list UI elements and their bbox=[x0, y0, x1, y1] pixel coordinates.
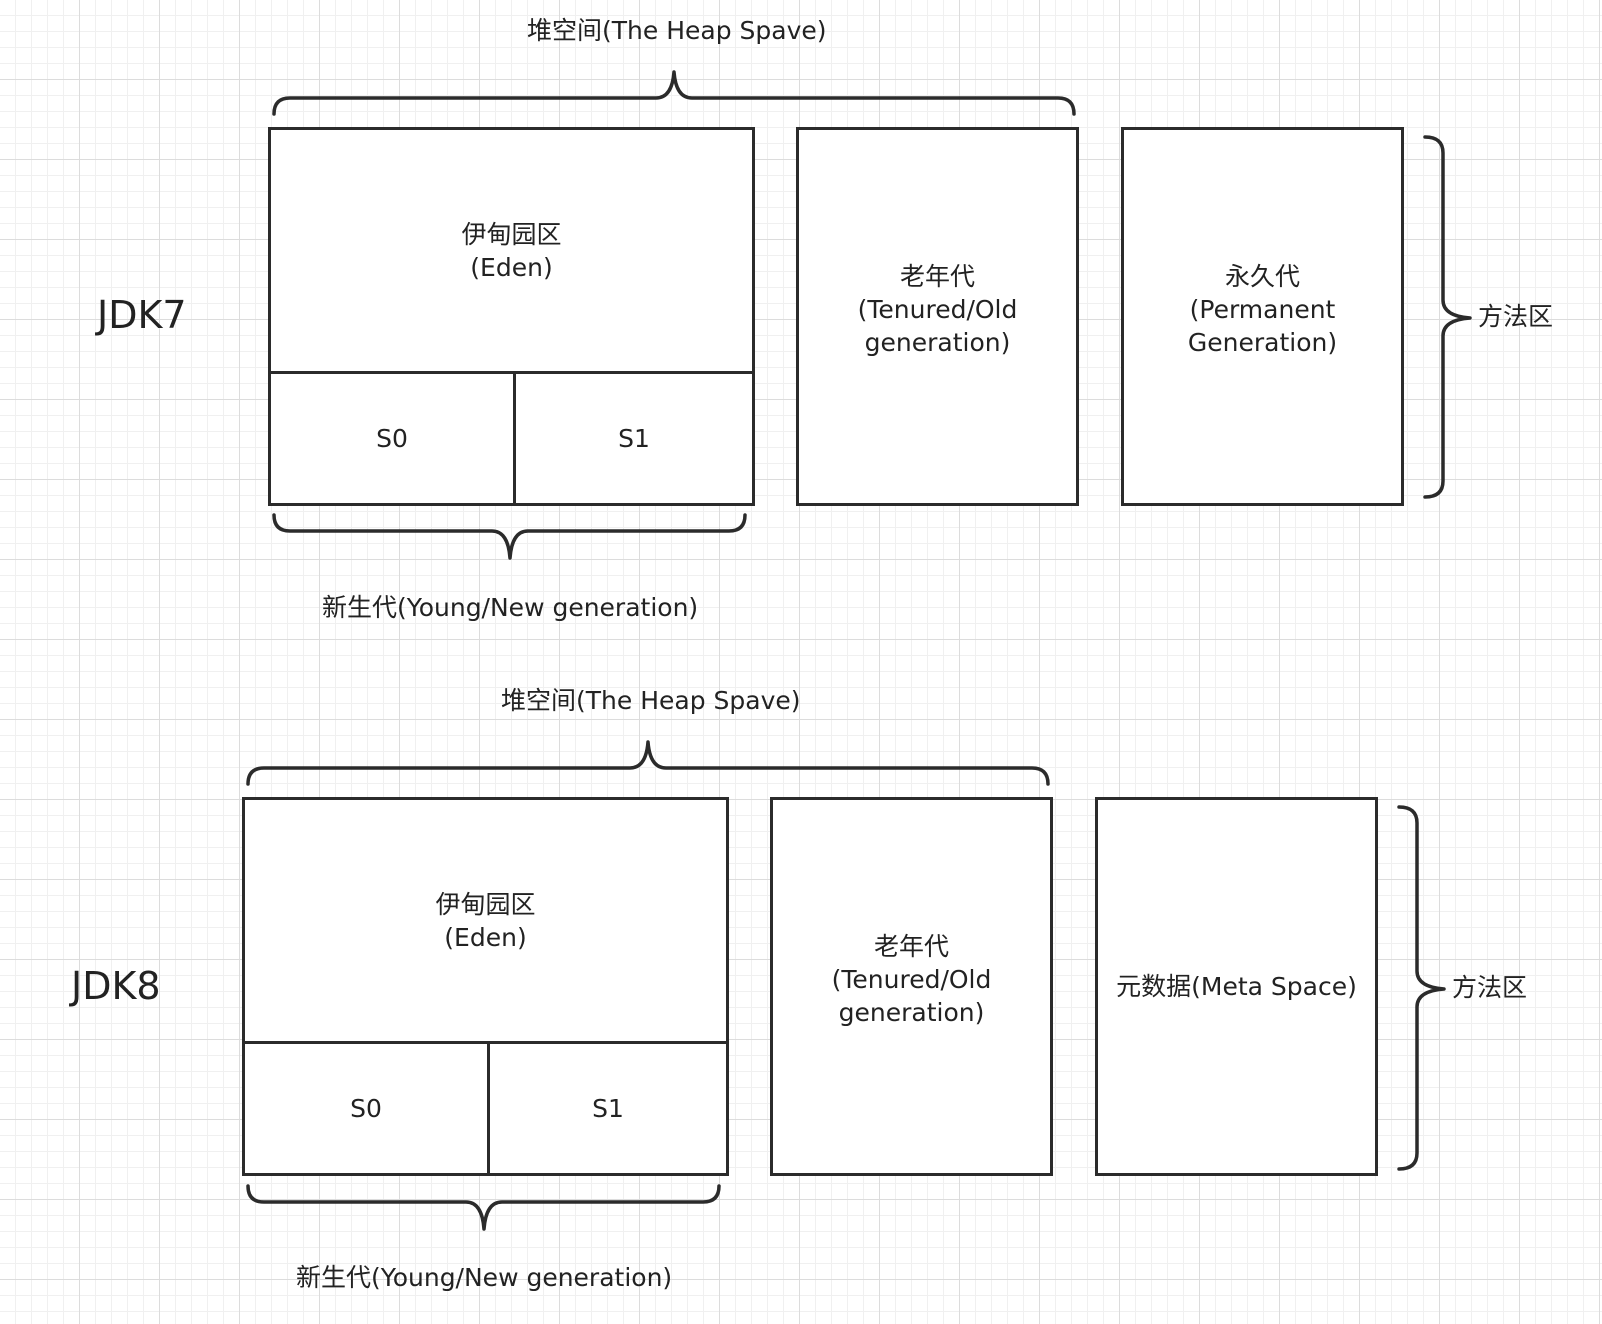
jdk7-heap-brace bbox=[272, 70, 1076, 116]
jdk7-old-gen-box: 老年代 (Tenured/Old generation) bbox=[796, 127, 1079, 506]
jdk7-perm-cn: 永久代 bbox=[1224, 262, 1300, 291]
jdk8-old-en-2: generation) bbox=[838, 998, 985, 1027]
jdk8-eden-cn: 伊甸园区 bbox=[435, 890, 536, 919]
jdk8-s1-label: S1 bbox=[592, 1094, 624, 1123]
jdk7-old-en-1: (Tenured/Old bbox=[857, 295, 1018, 324]
jdk7-eden-text: 伊甸园区 (Eden) bbox=[271, 218, 752, 284]
jdk8-s1-box: S1 bbox=[487, 1041, 729, 1176]
jdk7-old-cn: 老年代 bbox=[899, 262, 975, 291]
jdk7-method-area-brace bbox=[1423, 135, 1472, 499]
jdk8-heap-brace bbox=[246, 740, 1050, 786]
jdk8-label: JDK8 bbox=[71, 964, 161, 1008]
jdk8-s0-label: S0 bbox=[350, 1094, 382, 1123]
jdk8-eden-box: 伊甸园区 (Eden) bbox=[242, 797, 729, 1044]
jdk8-young-label: 新生代(Young/New generation) bbox=[296, 1263, 673, 1292]
jdk7-eden-en: (Eden) bbox=[470, 253, 553, 282]
jdk7-heap-label: 堆空间(The Heap Spave) bbox=[527, 16, 827, 45]
jdk7-old-en-2: generation) bbox=[864, 328, 1011, 357]
jdk8-eden-text: 伊甸园区 (Eden) bbox=[245, 888, 726, 954]
jdk7-s0-box: S0 bbox=[268, 371, 516, 506]
jdk7-label: JDK7 bbox=[97, 293, 187, 337]
jdk8-eden-en: (Eden) bbox=[444, 923, 527, 952]
jdk7-young-label: 新生代(Young/New generation) bbox=[322, 593, 699, 622]
jdk8-meta-label: 元数据(Meta Space) bbox=[1116, 972, 1357, 1001]
jdk7-perm-gen-box: 永久代 (Permanent Generation) bbox=[1121, 127, 1404, 506]
jdk7-eden-box: 伊甸园区 (Eden) bbox=[268, 127, 755, 374]
jdk8-heap-label: 堆空间(The Heap Spave) bbox=[501, 686, 801, 715]
jdk7-s1-box: S1 bbox=[513, 371, 755, 506]
jdk8-young-brace bbox=[246, 1184, 721, 1231]
jdk8-old-cn: 老年代 bbox=[873, 932, 949, 961]
jdk8-s0-box: S0 bbox=[242, 1041, 490, 1176]
jdk7-s1-label: S1 bbox=[618, 424, 650, 453]
jdk7-eden-cn: 伊甸园区 bbox=[461, 220, 562, 249]
jdk7-method-area-label: 方法区 bbox=[1478, 302, 1554, 331]
jdk8-old-gen-box: 老年代 (Tenured/Old generation) bbox=[770, 797, 1053, 1176]
jdk7-perm-en-2: Generation) bbox=[1187, 328, 1338, 357]
jdk7-young-brace bbox=[272, 513, 747, 560]
jdk8-old-en-1: (Tenured/Old bbox=[831, 965, 992, 994]
jdk7-perm-en-1: (Permanent bbox=[1189, 295, 1336, 324]
jdk8-method-area-label: 方法区 bbox=[1452, 973, 1528, 1002]
jdk8-method-area-brace bbox=[1397, 805, 1446, 1171]
jdk7-s0-label: S0 bbox=[376, 424, 408, 453]
jdk8-meta-space-box: 元数据(Meta Space) bbox=[1095, 797, 1378, 1176]
